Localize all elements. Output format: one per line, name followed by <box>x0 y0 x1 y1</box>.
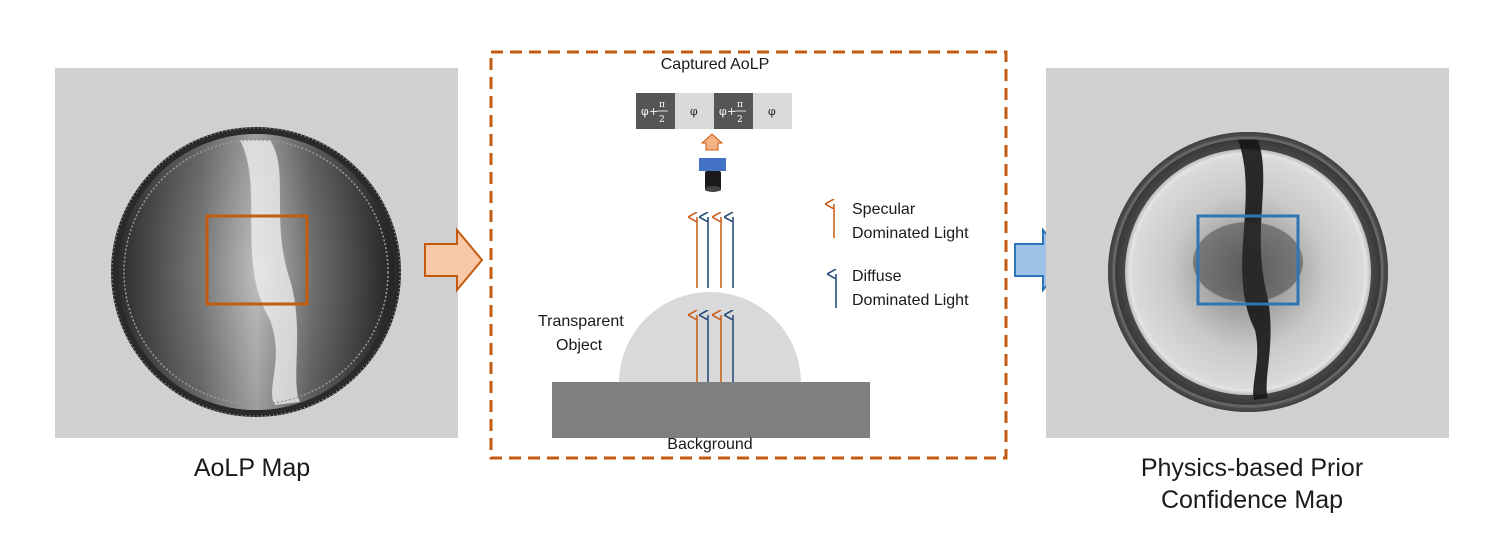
confidence-map-caption-line1: Physics-based Prior <box>1140 454 1364 482</box>
transparent-object-shape <box>619 292 801 383</box>
confidence-roi-box <box>1196 214 1300 306</box>
diffuse-legend-line2: Dominated Light <box>852 292 969 309</box>
flow-arrow-left <box>424 227 484 293</box>
captured-aolp-title: Captured AoLP <box>660 56 770 73</box>
background-slab <box>552 382 870 438</box>
specular-legend-line2: Dominated Light <box>852 225 969 242</box>
aolp-cell-1: φ + π 2 <box>641 100 668 125</box>
specular-legend-line1: Specular <box>852 201 916 218</box>
aolp-map-image <box>55 68 458 438</box>
aolp-cell-1-plus: + <box>649 105 658 118</box>
aolp-cell-3: φ + π 2 <box>719 100 746 125</box>
capture-up-arrow <box>700 133 724 151</box>
aolp-cell-3-plus: + <box>727 105 736 118</box>
aolp-cell-3-num: π <box>737 100 743 110</box>
aolp-cell-2-symbol: φ <box>690 105 698 118</box>
confidence-map-caption-line2: Confidence Map <box>1160 486 1344 514</box>
aolp-pattern-strip <box>636 93 792 129</box>
rays-lower <box>697 315 734 382</box>
aolp-map-caption: AoLP Map <box>193 454 311 482</box>
rays-upper <box>697 217 734 288</box>
aolp-cell-4-symbol: φ <box>768 105 776 118</box>
diffuse-legend-line1: Diffuse <box>852 268 902 285</box>
camera-icon <box>699 158 726 192</box>
dashed-frame <box>489 50 1008 460</box>
aolp-cell-1-den: 2 <box>659 115 665 125</box>
aolp-cell-1-symbol: φ <box>641 105 649 118</box>
transparent-object-label-line2: Object <box>556 337 603 354</box>
confidence-map-image <box>1046 68 1449 438</box>
aolp-cell-3-symbol: φ <box>719 105 727 118</box>
aolp-cell-3-den: 2 <box>737 115 743 125</box>
background-label: Background <box>667 436 753 453</box>
aolp-cell-1-num: π <box>659 100 665 110</box>
aolp-roi-box <box>205 214 309 306</box>
transparent-object-label-line1: Transparent <box>538 313 624 330</box>
